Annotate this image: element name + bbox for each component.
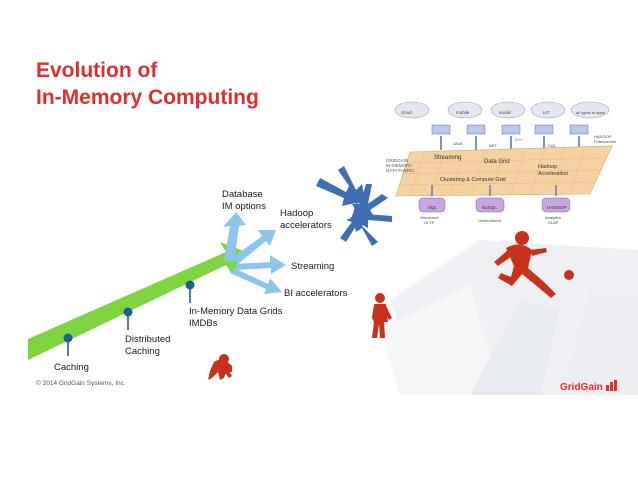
source-cloud-4	[530, 101, 566, 119]
fabric-side-label: GRIDGAIN IN-MEMORY DATA FABRIC	[386, 158, 415, 173]
data-fabric-diagram	[394, 101, 613, 213]
source-label-4: IoT	[543, 110, 550, 115]
branch-label-bi: BI accelerators	[284, 288, 348, 299]
fabric-background	[380, 240, 638, 395]
api-label-dotnet: .NET	[488, 143, 498, 148]
store-caption-nosql: Unstructured	[478, 218, 501, 223]
source-cloud-5	[570, 101, 610, 119]
store-sql	[418, 197, 446, 213]
api-label-cpp: C++	[515, 137, 523, 142]
milestone-pin-distributed-caching	[123, 307, 133, 330]
slide-title: Evolution of In-Memory Computing	[36, 57, 259, 111]
figure-crouching-ape	[208, 354, 232, 380]
data-grid-slab	[395, 145, 613, 197]
branch-label-hadoop: Hadoop accelerators	[280, 208, 332, 231]
store-label-nosql: NoSQL	[482, 205, 497, 210]
gridgain-logo: GridGain	[560, 380, 618, 393]
store-hadoop	[541, 197, 571, 213]
figure-walking-hominid	[372, 293, 392, 338]
source-cloud-2	[447, 101, 483, 119]
api-label-java: JAVA	[453, 141, 463, 146]
api-label-sql: SQL	[548, 143, 557, 148]
branch-arrow-hadoop-small	[232, 230, 276, 264]
figure-soccer-player	[494, 231, 574, 298]
store-label-hadoop: HADOOP	[547, 205, 567, 210]
milestone-label-distributed-caching: Distributed Caching	[125, 334, 171, 357]
store-caption-hadoop: Analytics OLAP	[545, 215, 562, 225]
layer-data-grid: Data Grid	[484, 159, 510, 165]
logo-text: GridGain	[560, 382, 603, 393]
layer-hadoop-acceleration: Hadoop Acceleration	[538, 164, 569, 177]
hadoop-burst	[316, 166, 392, 246]
logo-mark-icon	[605, 380, 617, 391]
copyright-footer: © 2014 GridGain Systems, Inc.	[36, 380, 126, 387]
layer-streaming: Streaming	[434, 155, 462, 161]
branch-label-database: Database IM options	[222, 189, 266, 212]
layer-clustering: Clustering & Compute Grid	[440, 177, 506, 183]
milestone-label-caching: Caching	[54, 362, 89, 373]
source-cloud-1	[394, 101, 430, 119]
store-label-sql: SQL	[428, 205, 438, 210]
milestone-pin-caching	[63, 333, 73, 356]
branch-arrow-bi	[230, 268, 282, 294]
source-label-3: social	[499, 110, 511, 115]
evolution-arrow	[28, 242, 246, 360]
milestone-label-imdg: In-Memory Data Grids IMDBs	[189, 306, 283, 329]
source-label-5: all types of apps	[576, 110, 605, 115]
branch-arrows	[223, 212, 286, 294]
source-cloud-3	[490, 101, 526, 119]
title-line-1: Evolution of	[36, 59, 158, 82]
api-label-hadoop: HADOOP Frameworks	[594, 134, 617, 144]
branch-label-streaming: Streaming	[291, 261, 335, 272]
soccer-ball	[564, 270, 574, 280]
milestone-pin-imdg	[185, 280, 195, 303]
source-label-1: cloud	[401, 110, 412, 115]
branch-arrow-streaming	[236, 255, 286, 274]
source-label-2: mobile	[456, 110, 470, 115]
store-nosql	[475, 197, 505, 213]
branch-arrow-database	[223, 212, 246, 262]
store-caption-sql: Structured OLTP	[420, 215, 439, 225]
title-line-2: In-Memory Computing	[36, 86, 259, 109]
